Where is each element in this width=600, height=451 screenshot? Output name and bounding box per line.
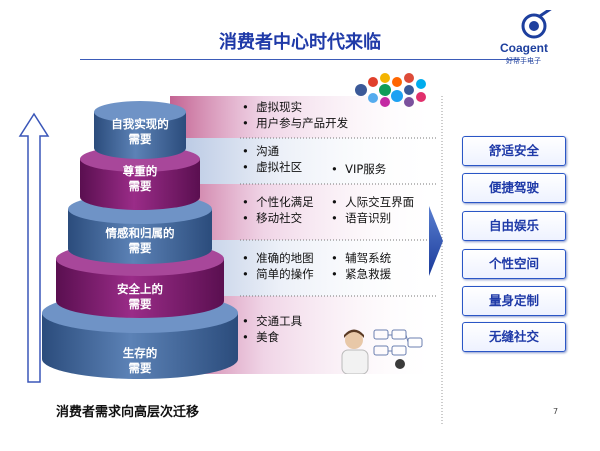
bullet-item: • 个性化满足 (242, 195, 314, 209)
bullet-text: 个性化满足 (256, 195, 314, 209)
bullet-item: • 虚拟社区 (242, 160, 303, 174)
tier-label-line: 自我实现的 (111, 117, 169, 131)
tier-label-line: 情感和归属的 (105, 226, 175, 240)
tier-label-self-actualization: 自我实现的 需要 (80, 117, 200, 147)
bullet-item: • 用户参与产品开发 (242, 116, 349, 130)
tier-label-line: 需要 (128, 297, 152, 311)
tier-label-esteem: 尊重的 需要 (80, 164, 200, 194)
bullet-item: • 虚拟现实 (242, 100, 303, 114)
bullet-item: • 移动社交 (242, 211, 303, 225)
bullet-text: 移动社交 (256, 211, 303, 225)
benefit-box-personal-space: 个性空间 (462, 249, 566, 279)
bullet-item: • VIP服务 (331, 162, 387, 176)
tier-band-3 (170, 184, 440, 240)
bullet-text: 沟通 (256, 144, 280, 158)
bullet-item: • 语音识别 (331, 211, 392, 225)
bullet-item: • 辅驾系统 (331, 251, 392, 265)
bullet-item: • 交通工具 (242, 314, 303, 328)
tier-band-1 (170, 96, 440, 138)
bullet-item: • 紧急救援 (331, 267, 392, 281)
person-with-diagram-icon (341, 329, 423, 374)
bullet-text: 交通工具 (256, 314, 303, 328)
bullet-text: 虚拟现实 (256, 100, 303, 114)
tier-label-line: 生存的 (122, 346, 158, 360)
footer-caption: 消费者需求向高层次迁移 (56, 405, 200, 420)
bullet-text: 准确的地图 (256, 251, 314, 265)
tier-label-safety: 安全上的 需要 (80, 282, 200, 312)
bullet-text: 人际交互界面 (345, 195, 415, 209)
page-title: 消费者中心时代来临 (219, 32, 381, 53)
up-arrow-icon (18, 112, 50, 383)
bullet-text: 美食 (256, 330, 280, 344)
benefit-box-free-entertainment: 自由娱乐 (462, 211, 566, 241)
bullet-item: • 简单的操作 (242, 267, 314, 281)
logo-subtitle: 好帮手电子 (506, 57, 541, 65)
tier-label-line: 需要 (128, 241, 152, 255)
bullet-text: 虚拟社区 (256, 160, 303, 174)
tier-1-cylinder (94, 101, 186, 159)
bullet-text: 语音识别 (345, 211, 392, 225)
tier-label-belonging: 情感和归属的 需要 (80, 226, 200, 256)
bullet-item: • 人际交互界面 (331, 195, 415, 209)
bullet-text: 辅驾系统 (345, 251, 392, 265)
page-number: 7 (553, 407, 559, 416)
tier-band-2 (170, 138, 440, 184)
title-underline (80, 59, 520, 60)
tier-label-line: 需要 (128, 179, 152, 193)
tier-label-line: 尊重的 (122, 164, 158, 178)
benefit-box-comfort-safety: 舒适安全 (462, 136, 566, 166)
tier-label-line: 安全上的 (117, 282, 163, 296)
tier-label-survival: 生存的 需要 (80, 346, 200, 376)
benefit-box-seamless-social: 无缝社交 (462, 322, 566, 352)
tier-label-line: 需要 (128, 361, 152, 375)
bullet-text: VIP服务 (345, 162, 387, 176)
bullet-text: 紧急救援 (345, 267, 392, 281)
bullet-item: • 准确的地图 (242, 251, 314, 265)
tier-label-line: 需要 (128, 132, 152, 146)
logo-name: Coagent (500, 41, 548, 55)
bullet-text: 用户参与产品开发 (256, 116, 349, 130)
benefit-box-convenient-driving: 便捷驾驶 (462, 173, 566, 203)
bullet-item: • 美食 (242, 330, 280, 344)
bullet-item: • 沟通 (242, 144, 280, 158)
coagent-logo-icon (521, 10, 552, 39)
benefit-box-custom-made: 量身定制 (462, 286, 566, 316)
right-arrow-icon (429, 206, 443, 276)
social-media-icons (355, 73, 426, 107)
bullet-text: 简单的操作 (256, 267, 314, 281)
